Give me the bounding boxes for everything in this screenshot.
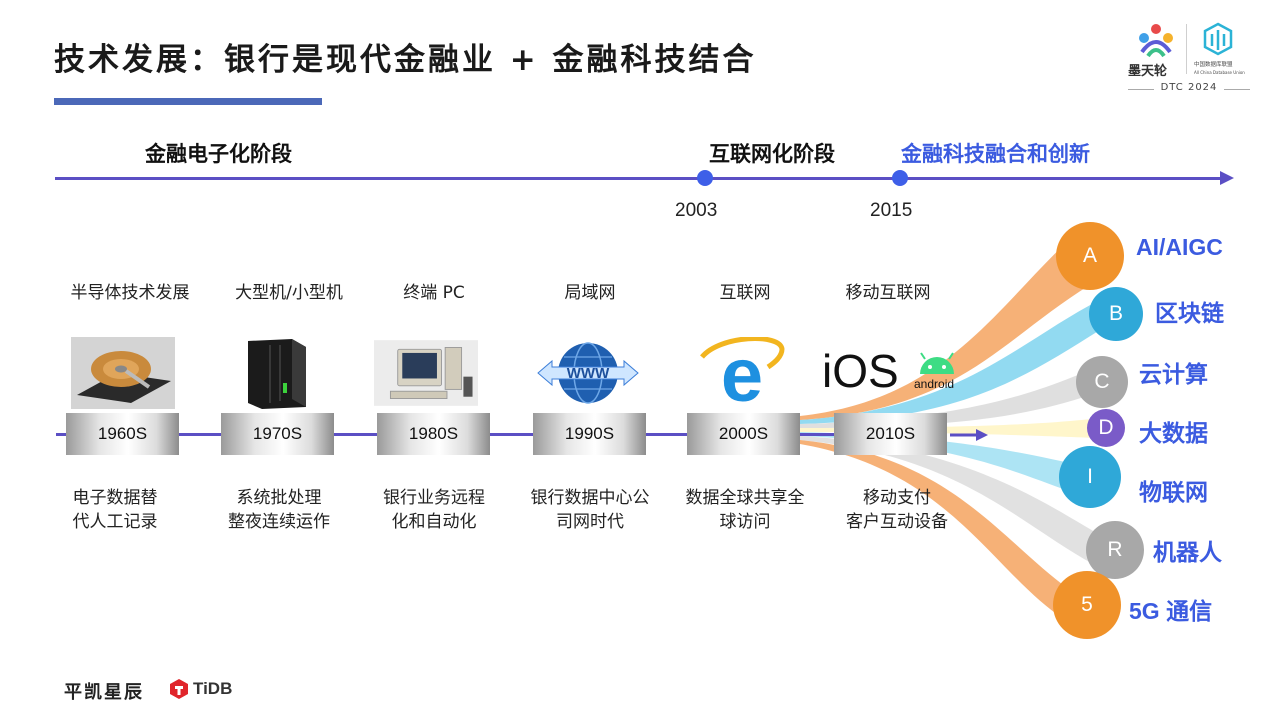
tech-circle-d: D: [1087, 409, 1125, 447]
page-title: 技术发展：银行是现代金融业 + 金融科技结合: [54, 42, 757, 78]
company-name: 平凯星辰: [64, 682, 144, 703]
decade-1990s: 1990S: [533, 413, 646, 455]
decade-1980s: 1980S: [377, 413, 490, 455]
fan-band-c: [800, 370, 1090, 428]
stage-fintech: 金融科技融合和创新: [901, 142, 1090, 166]
brand-divider: [1186, 24, 1187, 74]
motianlun-logo-icon: [1139, 24, 1173, 58]
tech-label-ai: AI/AIGC: [1136, 234, 1223, 260]
tech-circle-r: R: [1086, 521, 1144, 579]
era-desc-1960s: 电子数据替代人工记录: [72, 488, 158, 532]
era-desc-1990s: 银行数据中心公司网时代: [530, 488, 650, 532]
tech-label-bigdata: 大数据: [1139, 420, 1208, 446]
event-label: DTC 2024: [1160, 82, 1218, 93]
tech-circle-c: C: [1076, 356, 1128, 408]
hard-disk-image: [71, 337, 175, 409]
dtc-line-left: [1128, 89, 1154, 90]
svg-text:WWW: WWW: [567, 365, 610, 382]
tech-circle-a: A: [1056, 222, 1124, 290]
decade-1970s: 1970S: [221, 413, 334, 455]
tidb-logo-text: TiDB: [193, 679, 233, 698]
desktop-pc-image: [374, 340, 478, 406]
era-label-2000s: 互联网: [719, 283, 771, 303]
era-label-2010s: 移动互联网: [845, 283, 931, 303]
brand-logos: 墨天轮 中国数据库联盟 All China Database Union DTC…: [1128, 20, 1250, 98]
era-desc-1980s: 银行业务远程化和自动化: [383, 488, 485, 532]
stage-timeline: [55, 177, 1225, 180]
svg-text:e: e: [721, 337, 763, 409]
internet-explorer-icon: e: [700, 337, 785, 409]
decade-timeline: [56, 433, 936, 436]
alliance-name: 中国数据库联盟 All China Database Union: [1194, 62, 1245, 75]
ios-logo: iOS: [822, 345, 899, 397]
stage-internet: 互联网化阶段: [709, 142, 835, 166]
era-label-1980s: 终端 PC: [403, 283, 465, 303]
tech-label-cloud: 云计算: [1139, 361, 1208, 387]
tech-circle-5: 5: [1053, 571, 1121, 639]
decade-1960s: 1960S: [66, 413, 179, 455]
android-robot-icon: [920, 352, 954, 374]
tech-label-iot: 物联网: [1139, 479, 1208, 505]
tidb-logo-icon: [170, 679, 188, 699]
android-logo-text: android: [914, 377, 955, 391]
era-label-1960s: 半导体技术发展: [70, 283, 190, 303]
era-desc-1970s: 系统批处理整夜连续运作: [228, 488, 330, 532]
era-label-1990s: 局域网: [564, 283, 616, 303]
tech-circle-i: I: [1059, 446, 1121, 508]
fan-band-5: [800, 440, 1070, 620]
tech-label-blockchain: 区块链: [1155, 300, 1224, 326]
brand-name: 墨天轮: [1128, 64, 1168, 79]
www-globe-image: WWW: [537, 342, 639, 404]
dtc-line-right: [1224, 89, 1250, 90]
decade-2000s: 2000S: [687, 413, 800, 455]
tech-label-5g: 5G 通信: [1129, 598, 1213, 624]
alliance-logo-icon: [1203, 22, 1233, 56]
era-desc-2000s: 数据全球共享全球访问: [685, 488, 805, 532]
decade-arrow-icon: [950, 429, 988, 441]
title-underline: [54, 98, 322, 105]
tech-label-robot: 机器人: [1153, 539, 1222, 565]
year-2015: 2015: [870, 200, 913, 221]
year-2003: 2003: [675, 200, 718, 221]
timeline-dot-2015: [892, 170, 908, 186]
fan-band-d: [800, 418, 1100, 438]
stage-electronic: 金融电子化阶段: [145, 142, 292, 166]
fan-band-r: [800, 436, 1100, 565]
decade-2010s: 2010S: [834, 413, 947, 455]
fan-band-b: [800, 300, 1100, 424]
tech-circle-b: B: [1089, 287, 1143, 341]
timeline-arrow: [1220, 171, 1234, 185]
timeline-dot-2003: [697, 170, 713, 186]
era-label-1970s: 大型机/小型机: [235, 283, 343, 303]
era-desc-2010s: 移动支付客户互动设备: [846, 488, 948, 532]
mainframe-server-image: [248, 339, 306, 409]
